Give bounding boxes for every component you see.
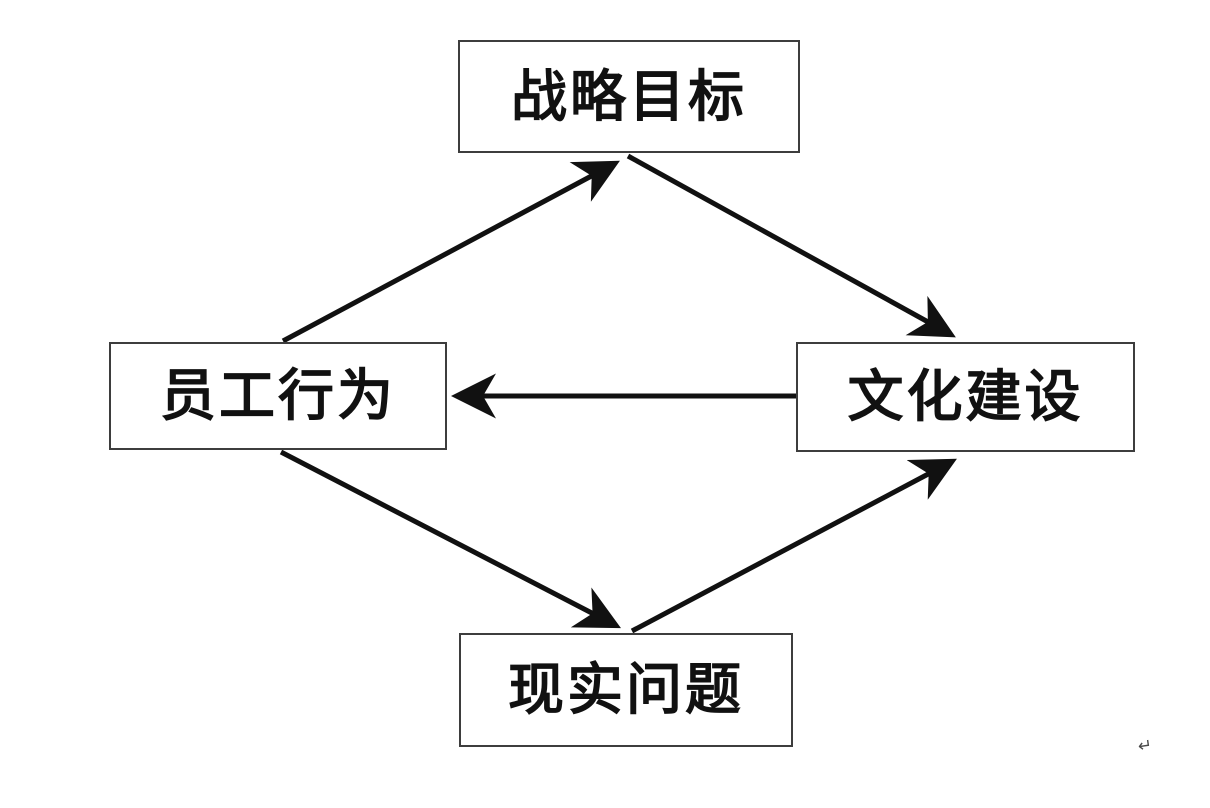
paragraph-return-mark: ↵ <box>1136 735 1154 756</box>
arrow-strategy-to-culture <box>626 153 956 338</box>
node-culture: 文化建设 <box>796 342 1135 452</box>
node-culture-label: 文化建设 <box>847 365 1084 428</box>
arrow-employee-to-strategy <box>281 160 620 344</box>
node-reality-label: 现实问题 <box>508 658 744 721</box>
arrow-employee-to-reality <box>279 449 621 629</box>
node-strategy: 战略目标 <box>458 40 800 153</box>
node-employee: 员工行为 <box>109 342 447 450</box>
node-reality: 现实问题 <box>459 633 793 747</box>
node-strategy-label: 战略目标 <box>511 64 747 128</box>
node-employee-label: 员工行为 <box>160 364 396 427</box>
arrow-reality-to-culture <box>630 458 957 634</box>
